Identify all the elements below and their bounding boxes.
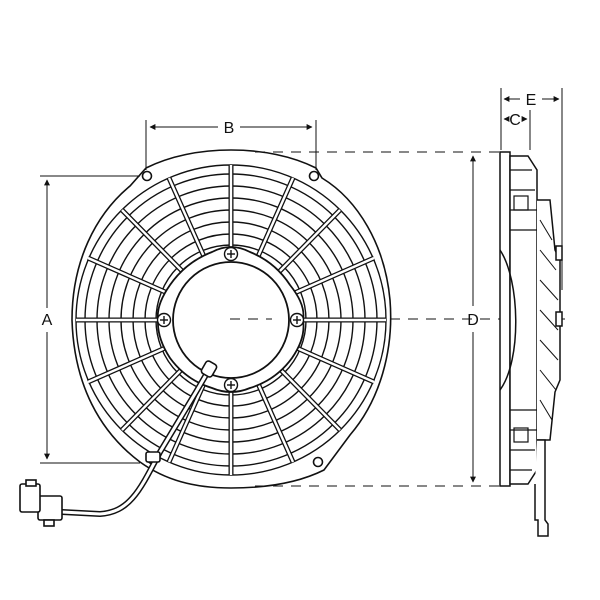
side-shroud-front (499, 151, 511, 487)
guard-spokes-inner (76, 165, 386, 475)
motor-opening (172, 261, 290, 379)
wire-cable-inner (61, 367, 212, 516)
side-rear-bolt-2 (555, 311, 563, 327)
side-ribs (510, 169, 537, 471)
wire-grommet (200, 360, 218, 378)
mount-hole-bottom-right (312, 456, 324, 468)
shroud-outline (71, 149, 392, 489)
side-blade-profile (499, 249, 517, 391)
dimension-label-c: C (509, 112, 521, 129)
side-motor-fins (539, 219, 559, 421)
wire-connector (19, 479, 63, 527)
mount-hole-top-left (141, 170, 153, 182)
side-rear-bolt (555, 245, 563, 261)
dimension-label-b: B (224, 120, 235, 137)
dimension-label-e: E (526, 92, 537, 109)
side-bracket (534, 439, 549, 537)
center-lines (230, 151, 565, 487)
dimension-label-a: A (42, 312, 53, 329)
mount-hole-top-right (308, 170, 320, 182)
fan-front-view (19, 149, 392, 527)
fan-side-view (499, 151, 563, 537)
dimension-label-d: D (467, 312, 479, 329)
dimension-lines (40, 88, 563, 483)
wire-clip (145, 451, 161, 463)
hub-screws (156, 246, 305, 393)
